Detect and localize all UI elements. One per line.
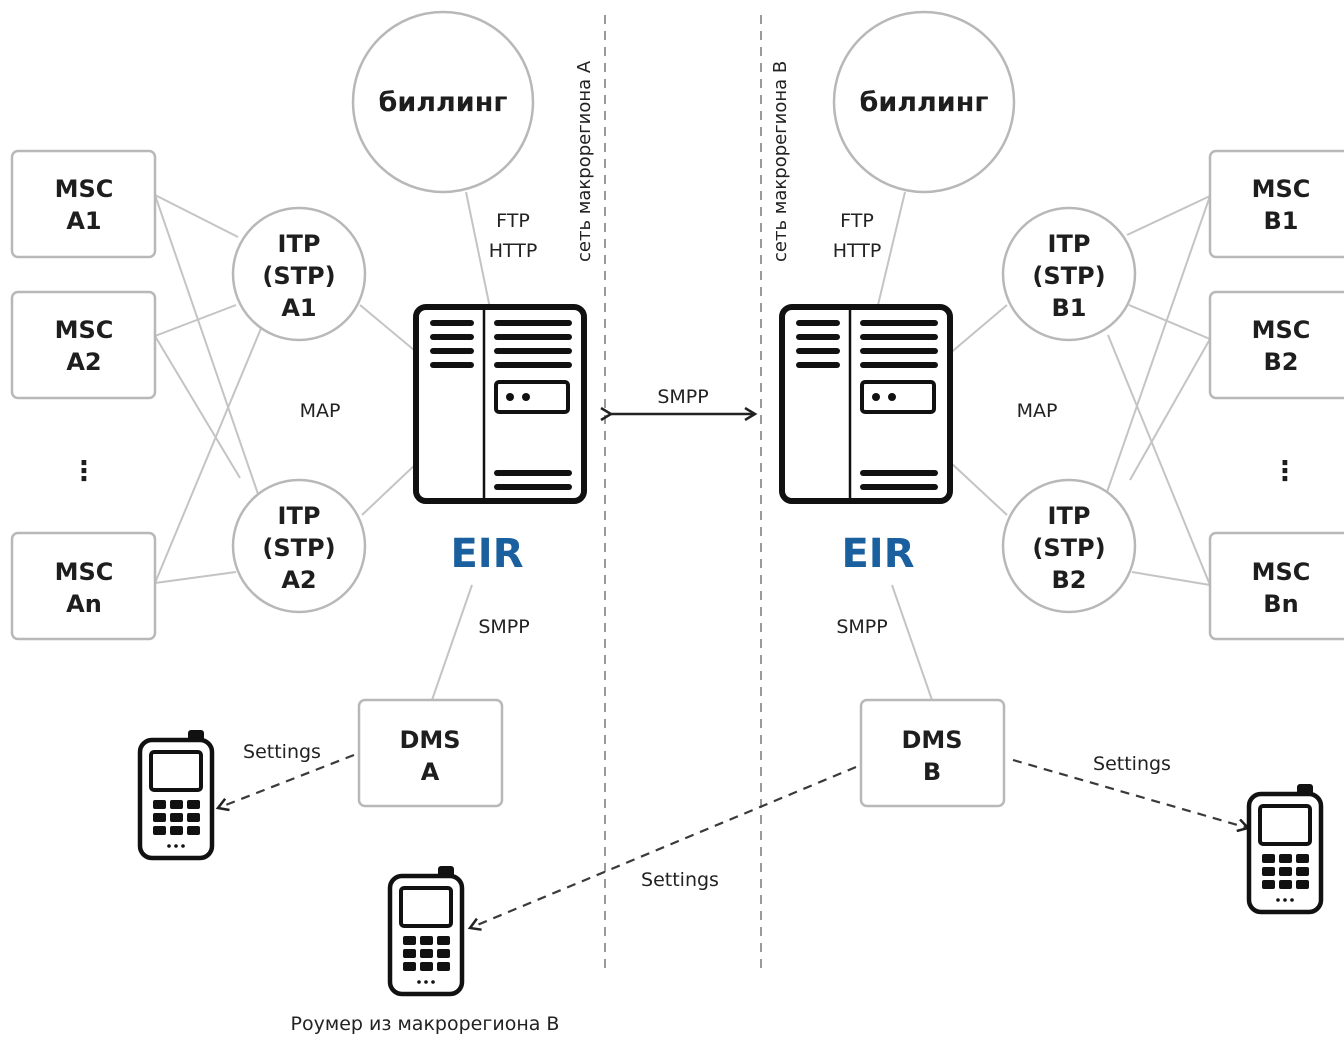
svg-text:A1: A1 (281, 294, 316, 322)
svg-text:B2: B2 (1264, 348, 1299, 376)
settings-label-b: Settings (1093, 753, 1171, 775)
svg-text:A2: A2 (66, 348, 101, 376)
interconnect-label: SMPP (657, 386, 708, 408)
svg-text:MSC: MSC (1252, 175, 1311, 203)
svg-text:ITP: ITP (1048, 502, 1091, 530)
eir-server-b-icon (779, 304, 953, 504)
itp-b2: ITP (STP) B2 (1001, 478, 1137, 614)
msc-b2: MSC B2 (1208, 290, 1344, 400)
svg-text:DMS: DMS (399, 726, 460, 754)
svg-text:B1: B1 (1264, 207, 1299, 235)
eir-server-a-icon (413, 304, 587, 504)
svg-text:ITP: ITP (1048, 230, 1091, 258)
svg-text:(STP): (STP) (1032, 534, 1105, 562)
smpp-label-a: SMPP (478, 616, 529, 638)
svg-text:Bn: Bn (1263, 590, 1298, 618)
billing-proto-b-http: HTTP (833, 240, 882, 262)
phone-roamer-icon (387, 866, 465, 997)
svg-text:B: B (923, 758, 941, 786)
msc-a2: MSC A2 (10, 290, 157, 400)
svg-text:ITP: ITP (278, 230, 321, 258)
billing-proto-a-ftp: FTP (496, 210, 530, 232)
dms-b: DMS B (859, 698, 1006, 808)
phone-b-icon (1246, 784, 1324, 915)
svg-text:(STP): (STP) (1032, 262, 1105, 290)
svg-text:(STP): (STP) (262, 534, 335, 562)
settings-arrow-roamer (470, 765, 857, 928)
msc-ellipsis-a: ⋮ (71, 456, 98, 487)
svg-text:An: An (66, 590, 102, 618)
svg-text:MSC: MSC (1252, 558, 1311, 586)
map-label-a: MAP (300, 400, 341, 422)
msc-an: MSC An (10, 531, 157, 641)
msc-b1: MSC B1 (1208, 149, 1344, 259)
svg-text:B2: B2 (1052, 566, 1087, 594)
billing-node-a: биллинг (351, 10, 535, 194)
roamer-caption: Роумер из макрорегиона В (291, 1013, 560, 1035)
smpp-label-b: SMPP (836, 616, 887, 638)
network-label-b: сеть макрорегиона В (770, 61, 791, 262)
svg-text:A: A (421, 758, 440, 786)
svg-text:B1: B1 (1052, 294, 1087, 322)
svg-text:MSC: MSC (55, 175, 114, 203)
billing-proto-a-http: HTTP (489, 240, 538, 262)
settings-arrow-b (1012, 758, 1248, 828)
itp-b1: ITP (STP) B1 (1001, 206, 1137, 342)
svg-text:MSC: MSC (1252, 316, 1311, 344)
itp-a1: ITP (STP) A1 (231, 206, 367, 342)
eir-label-a: EIR (450, 531, 523, 577)
settings-label-roamer: Settings (641, 869, 719, 891)
msc-ellipsis-b: ⋮ (1272, 456, 1299, 487)
msc-bn: MSC Bn (1208, 531, 1344, 641)
svg-text:MSC: MSC (55, 558, 114, 586)
svg-text:MSC: MSC (55, 316, 114, 344)
map-label-b: MAP (1017, 400, 1058, 422)
dms-a: DMS A (357, 698, 504, 808)
svg-text:A1: A1 (66, 207, 101, 235)
links-region-a (154, 191, 491, 701)
settings-arrow-a (218, 753, 355, 808)
eir-label-b: EIR (841, 531, 914, 577)
svg-text:A2: A2 (281, 566, 316, 594)
links-region-b (877, 191, 1211, 701)
phone-a-icon (137, 730, 215, 861)
svg-text:DMS: DMS (901, 726, 962, 754)
msc-a1: MSC A1 (10, 149, 157, 259)
billing-node-b: биллинг (832, 10, 1016, 194)
itp-a2: ITP (STP) A2 (231, 478, 367, 614)
svg-text:(STP): (STP) (262, 262, 335, 290)
billing-label-a: биллинг (378, 87, 507, 118)
network-label-a: сеть макрорегиона А (574, 60, 595, 262)
billing-proto-b-ftp: FTP (840, 210, 874, 232)
settings-label-a: Settings (243, 741, 321, 763)
svg-text:ITP: ITP (278, 502, 321, 530)
billing-label-b: биллинг (859, 87, 988, 118)
